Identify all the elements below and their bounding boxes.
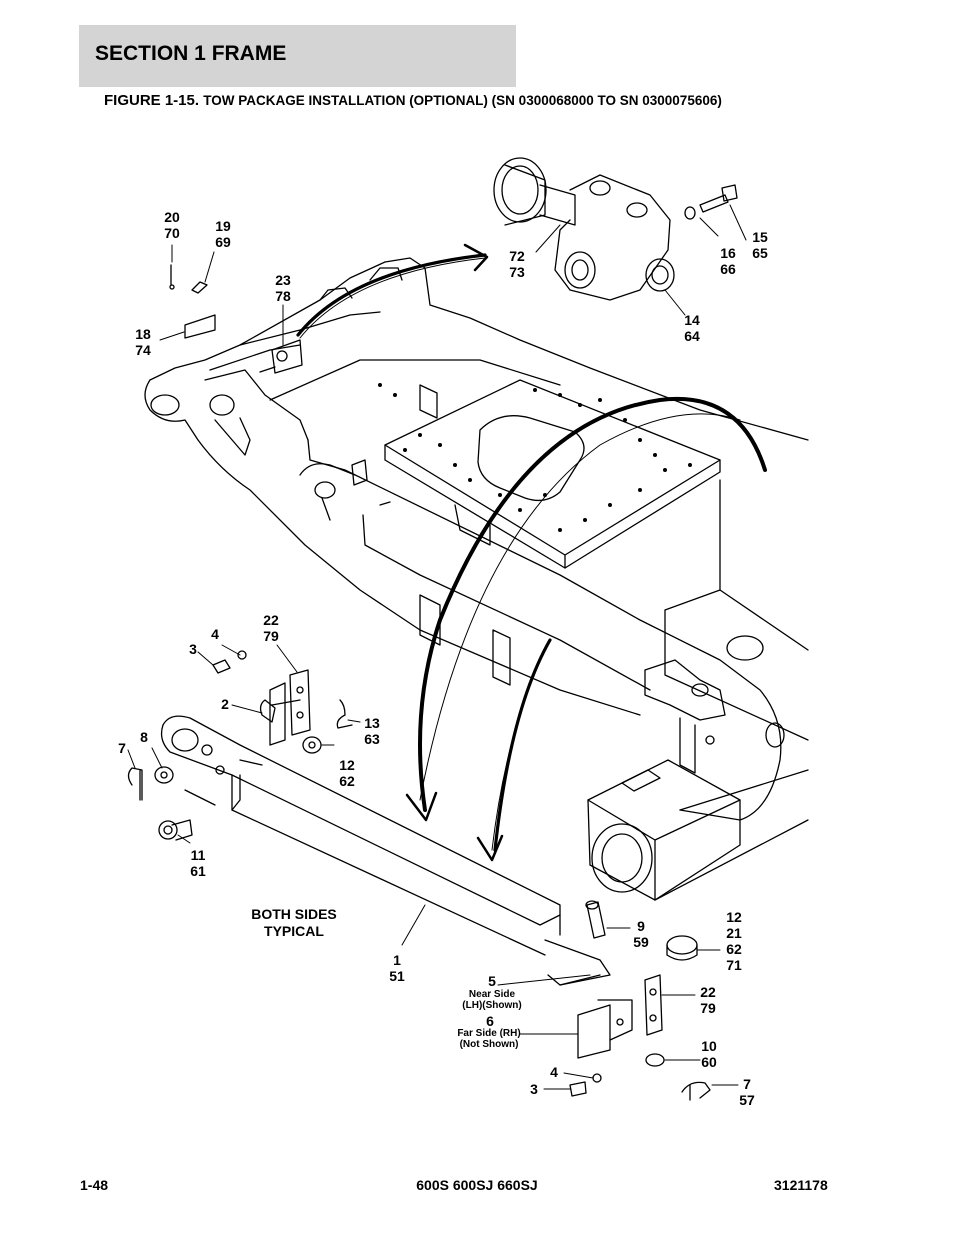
callout-text: 70 bbox=[164, 225, 180, 241]
callout-text: 71 bbox=[726, 957, 742, 973]
callout-text: 20 bbox=[164, 209, 180, 225]
coupler-valve bbox=[494, 158, 737, 300]
callout-text: 15 bbox=[752, 229, 768, 245]
callout-14-64: 14 64 bbox=[678, 312, 706, 344]
callout-20-70: 20 70 bbox=[158, 209, 186, 241]
callout-10-60: 10 60 bbox=[695, 1038, 723, 1070]
callout-7-upper: 7 bbox=[118, 740, 126, 756]
small-parts-lower bbox=[570, 901, 710, 1100]
callout-19-69: 19 69 bbox=[209, 218, 237, 250]
small-parts-left bbox=[129, 651, 353, 840]
callout-text: 19 bbox=[215, 218, 231, 234]
callout-text: 22 bbox=[700, 984, 716, 1000]
model-list: 600S 600SJ 660SJ bbox=[416, 1177, 538, 1193]
callout-12-62: 12 62 bbox=[333, 757, 361, 789]
frame-assembly bbox=[145, 258, 808, 900]
callout-text: 62 bbox=[726, 941, 742, 957]
callout-5: 5 bbox=[488, 973, 496, 989]
callout-text: 63 bbox=[364, 731, 380, 747]
document-number: 3121178 bbox=[774, 1177, 828, 1193]
callout-5-note: Near Side (LH)(Shown) bbox=[452, 989, 532, 1011]
section-header-band bbox=[79, 25, 516, 87]
callout-text: Far Side (RH) bbox=[457, 1028, 521, 1039]
callout-text: (Not Shown) bbox=[459, 1039, 519, 1050]
callout-16-66: 16 66 bbox=[714, 245, 742, 277]
callout-text: 10 bbox=[701, 1038, 717, 1054]
callout-text: 21 bbox=[726, 925, 742, 941]
callout-text: 60 bbox=[701, 1054, 717, 1070]
figure-number: FIGURE 1-15. bbox=[104, 92, 200, 109]
callout-text: 9 bbox=[637, 918, 645, 934]
callout-22-79-lower: 22 79 bbox=[694, 984, 722, 1016]
callout-text: 18 bbox=[135, 326, 151, 342]
callout-13-63: 13 63 bbox=[358, 715, 386, 747]
callout-9-59: 9 59 bbox=[627, 918, 655, 950]
callout-text: 73 bbox=[509, 264, 525, 280]
callout-text: 61 bbox=[190, 863, 206, 879]
callout-11-61: 11 61 bbox=[184, 847, 212, 879]
callout-22-79-upper: 22 79 bbox=[257, 612, 285, 644]
callout-text: 14 bbox=[684, 312, 700, 328]
callout-text: 59 bbox=[633, 934, 649, 950]
callout-text: 12 bbox=[726, 909, 742, 925]
page-number: 1-48 bbox=[80, 1177, 109, 1193]
callout-8: 8 bbox=[140, 729, 148, 745]
callout-text: 62 bbox=[339, 773, 355, 789]
callout-text: 16 bbox=[720, 245, 736, 261]
tow-bar bbox=[162, 716, 610, 985]
callout-text: 74 bbox=[135, 342, 151, 358]
callout-6: 6 bbox=[486, 1013, 494, 1029]
callout-text: (LH)(Shown) bbox=[462, 1000, 522, 1011]
callout-text: 78 bbox=[275, 288, 291, 304]
callout-text: 72 bbox=[509, 248, 525, 264]
callout-text: 79 bbox=[700, 1000, 716, 1016]
callout-text: 11 bbox=[190, 847, 206, 863]
callout-text: 69 bbox=[215, 234, 231, 250]
callout-text: 7 bbox=[743, 1076, 751, 1092]
section-title: SECTION 1 FRAME bbox=[95, 42, 287, 65]
callout-leaders bbox=[128, 205, 746, 1089]
assembly-arrows bbox=[298, 245, 765, 860]
callout-4-lower: 4 bbox=[550, 1064, 558, 1080]
figure-caption: TOW PACKAGE INSTALLATION (OPTIONAL) (SN … bbox=[203, 93, 722, 108]
callout-text: Near Side bbox=[468, 989, 516, 1000]
callout-6-note: Far Side (RH) (Not Shown) bbox=[449, 1028, 529, 1050]
callout-2: 2 bbox=[221, 696, 229, 712]
callout-text: 1 bbox=[393, 952, 401, 968]
callout-7-57: 7 57 bbox=[733, 1076, 761, 1108]
callout-text: 65 bbox=[752, 245, 768, 261]
note-line: TYPICAL bbox=[264, 923, 324, 939]
both-sides-note: BOTH SIDES TYPICAL bbox=[234, 906, 354, 940]
note-line: BOTH SIDES bbox=[251, 906, 337, 922]
callout-text: 79 bbox=[263, 628, 279, 644]
callout-12-21-62-71: 12 21 62 71 bbox=[720, 909, 748, 973]
callout-1-51: 1 51 bbox=[383, 952, 411, 984]
callout-3-upper: 3 bbox=[189, 641, 197, 657]
callout-text: 23 bbox=[275, 272, 291, 288]
callout-text: 51 bbox=[389, 968, 405, 984]
callout-15-65: 15 65 bbox=[746, 229, 774, 261]
callout-4-upper: 4 bbox=[211, 626, 219, 642]
callout-text: 66 bbox=[720, 261, 736, 277]
callout-text: 57 bbox=[739, 1092, 755, 1108]
callout-text: 22 bbox=[263, 612, 279, 628]
figure-title: FIGURE 1-15. TOW PACKAGE INSTALLATION (O… bbox=[104, 92, 722, 109]
callout-text: 64 bbox=[684, 328, 700, 344]
callout-72-73: 72 73 bbox=[503, 248, 531, 280]
callout-text: 13 bbox=[364, 715, 380, 731]
callout-18-74: 18 74 bbox=[129, 326, 157, 358]
small-parts-upper bbox=[170, 265, 390, 520]
callout-text: 12 bbox=[339, 757, 355, 773]
callout-23-78: 23 78 bbox=[269, 272, 297, 304]
callout-3-lower: 3 bbox=[530, 1081, 538, 1097]
